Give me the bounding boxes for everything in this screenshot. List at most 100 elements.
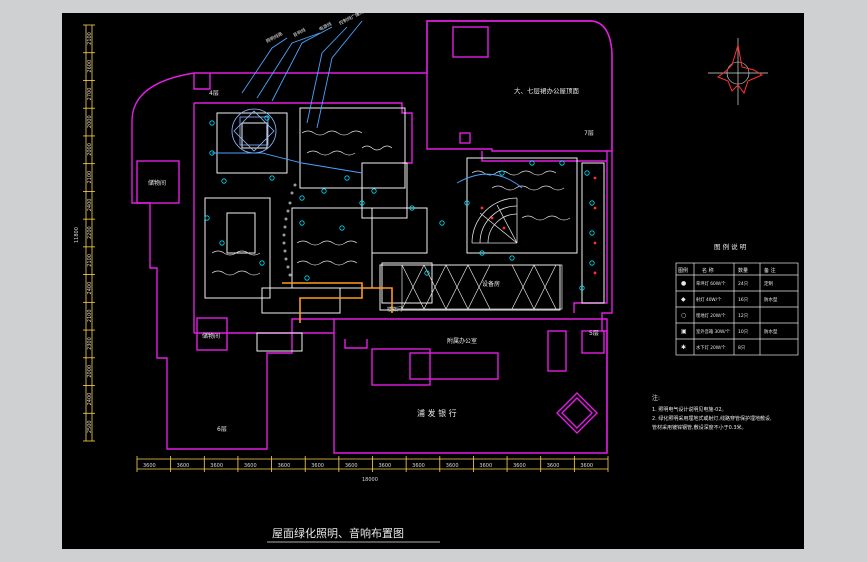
grass-wave-patterns <box>211 130 571 276</box>
bottom-dim-label: 3600 <box>244 463 257 469</box>
floor6-tag: 6层 <box>217 426 227 433</box>
left-dim-label: 2300 <box>87 337 93 350</box>
floor7-tag: 7层 <box>584 130 594 137</box>
lamp-symbol <box>464 200 470 206</box>
stair-label: 楼梯间 <box>387 306 402 313</box>
upper-office-label: 大、七层裙办公屋顶面 <box>514 86 580 95</box>
total-width-label: 18000 <box>362 477 378 483</box>
orange-pipe-route <box>282 282 393 323</box>
lamp-symbol-red <box>490 216 494 220</box>
left-dim-label: 2100 <box>87 254 93 267</box>
legend-symbol-icon: ○ <box>681 312 686 319</box>
left-dim-label: 2400 <box>87 282 93 295</box>
legend-symbol-icon: ● <box>681 280 686 287</box>
left-dim-label: 2100 <box>87 32 93 45</box>
bottom-dim-label: 3600 <box>143 463 156 469</box>
left-room-bottom-label: 储物间 <box>202 332 220 340</box>
lamp-symbol <box>529 160 535 166</box>
left-dim-label: 2400 <box>87 199 93 212</box>
left-dim-label: 2100 <box>87 171 93 184</box>
bottom-dim-label: 3600 <box>513 463 526 469</box>
legend-symbol-icon: ✱ <box>681 344 686 351</box>
cable-label: 照明线路 <box>265 30 285 45</box>
lamp-symbol <box>589 200 595 206</box>
lamp-symbol <box>339 225 345 231</box>
lamp-symbol <box>559 160 565 166</box>
bottom-dim-label: 3600 <box>345 463 358 469</box>
middle-office-label: 附属办公室 <box>447 337 477 345</box>
legend-qty: 10只 <box>738 329 749 335</box>
left-dim-label: 2100 <box>87 309 93 322</box>
lamp-symbol-red <box>593 271 597 275</box>
lamp-symbol-red <box>593 241 597 245</box>
legend-title: 图 例 说 明 <box>714 242 747 251</box>
lamp-symbol-red <box>593 206 597 210</box>
left-dim-label: 2200 <box>87 226 93 239</box>
cable-label: 音响线 <box>292 26 308 39</box>
bottom-dim-label: 3600 <box>210 463 223 469</box>
bottom-dim-label: 3600 <box>379 463 392 469</box>
legend-name: 草坪灯 60W/个 <box>696 280 726 287</box>
compass-rose <box>708 38 768 105</box>
bottom-dim-label: 3600 <box>446 463 459 469</box>
ornate-tile <box>231 108 277 154</box>
lamp-symbol <box>409 205 415 211</box>
left-dim-label: 2400 <box>87 393 93 406</box>
lamp-symbol <box>579 285 585 291</box>
stepping-stone-path <box>282 183 297 277</box>
lamp-symbol <box>221 178 227 184</box>
equipment-label: 设备房 <box>482 280 500 288</box>
bottom-dimension-line <box>136 456 609 472</box>
bottom-dim-label: 3600 <box>580 463 593 469</box>
bottom-dim-label: 3600 <box>547 463 560 469</box>
lamp-symbol <box>371 188 377 194</box>
legend-qty: 8只 <box>738 345 746 351</box>
bottom-dim-label: 3600 <box>177 463 190 469</box>
floor5-tag: 5层 <box>589 330 599 337</box>
lamp-symbol <box>424 270 430 276</box>
lamp-symbol <box>219 240 225 246</box>
notes-heading: 注: <box>652 394 660 402</box>
lamp-symbol <box>439 220 445 226</box>
note-line: 2. 绿化照明采用埋地式或射灯,线路穿管保护埋地敷设, <box>652 415 772 422</box>
left-dim-label: 2600 <box>87 60 93 73</box>
left-room-top-label: 储物间 <box>148 179 166 187</box>
left-dimension-line <box>83 24 95 442</box>
left-dim-label: 2500 <box>87 420 93 433</box>
legend-symbol-icon: ▣ <box>681 328 687 335</box>
lamp-symbol <box>499 170 505 176</box>
legend-header: 数量 <box>738 267 748 274</box>
lamp-symbol <box>204 215 210 221</box>
lamp-symbol <box>264 115 270 121</box>
lamp-symbol <box>299 220 305 226</box>
lamp-symbol-red <box>480 206 484 210</box>
bottom-dim-label: 3600 <box>412 463 425 469</box>
cable-leaders <box>212 20 523 189</box>
legend-qty: 12只 <box>738 313 749 319</box>
notes-block: 注: 1. 照明电气设计说明见电施-02。2. 绿化照明采用埋地式或射灯,线路穿… <box>652 394 772 431</box>
bank-label: 浦 发 银 行 <box>417 408 457 418</box>
left-dim-label: 2700 <box>87 88 93 101</box>
lamp-symbol <box>589 230 595 236</box>
lamp-symbol <box>321 188 327 194</box>
bottom-dim-label: 3600 <box>278 463 291 469</box>
drawing-title: 屋面绿化照明、音响布置图 <box>272 526 404 540</box>
building-walls <box>131 20 613 454</box>
left-dim-label: 2000 <box>87 115 93 128</box>
legend-name: 水下灯 20W/个 <box>696 344 726 351</box>
legend-note: 定制 <box>764 280 773 287</box>
lamp-symbol <box>299 195 305 201</box>
lamp-symbol-red <box>502 226 506 230</box>
bottom-dim-label: 3600 <box>311 463 324 469</box>
lamp-symbol <box>479 250 485 256</box>
lamp-symbol <box>209 120 215 126</box>
lamp-symbol <box>589 260 595 266</box>
total-height-label: 11800 <box>74 227 80 243</box>
legend-header: 名 称 <box>702 267 714 274</box>
legend-name: 埋地灯 20W/个 <box>696 312 726 319</box>
fan-pavilion <box>471 197 518 244</box>
inner-structures <box>204 107 605 352</box>
legend-header: 图例 <box>678 267 688 274</box>
